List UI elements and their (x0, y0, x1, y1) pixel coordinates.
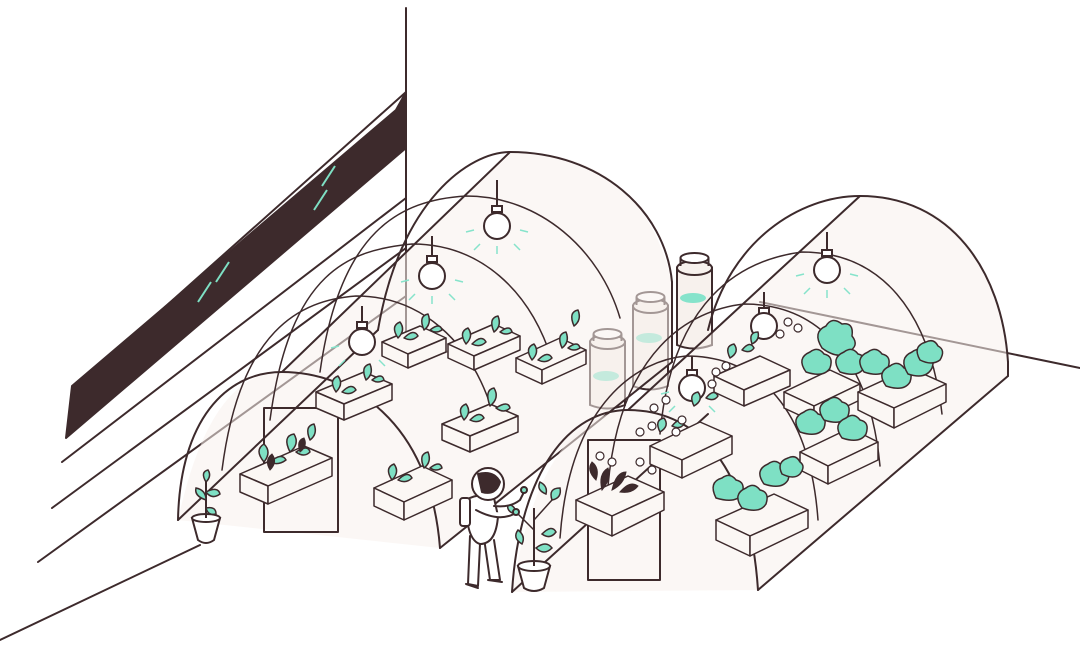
light-bulb (400, 236, 464, 304)
dark-leaf-plant (266, 437, 306, 471)
vine-plants (595, 317, 803, 475)
light-bulb (795, 232, 859, 298)
light-bulb (465, 180, 529, 254)
wall-window (65, 91, 407, 439)
astronaut (459, 467, 528, 589)
potted-plant-left (190, 469, 222, 544)
plants-right (657, 319, 944, 511)
plants-left (258, 309, 581, 483)
dark-leaf-plant (589, 461, 639, 493)
